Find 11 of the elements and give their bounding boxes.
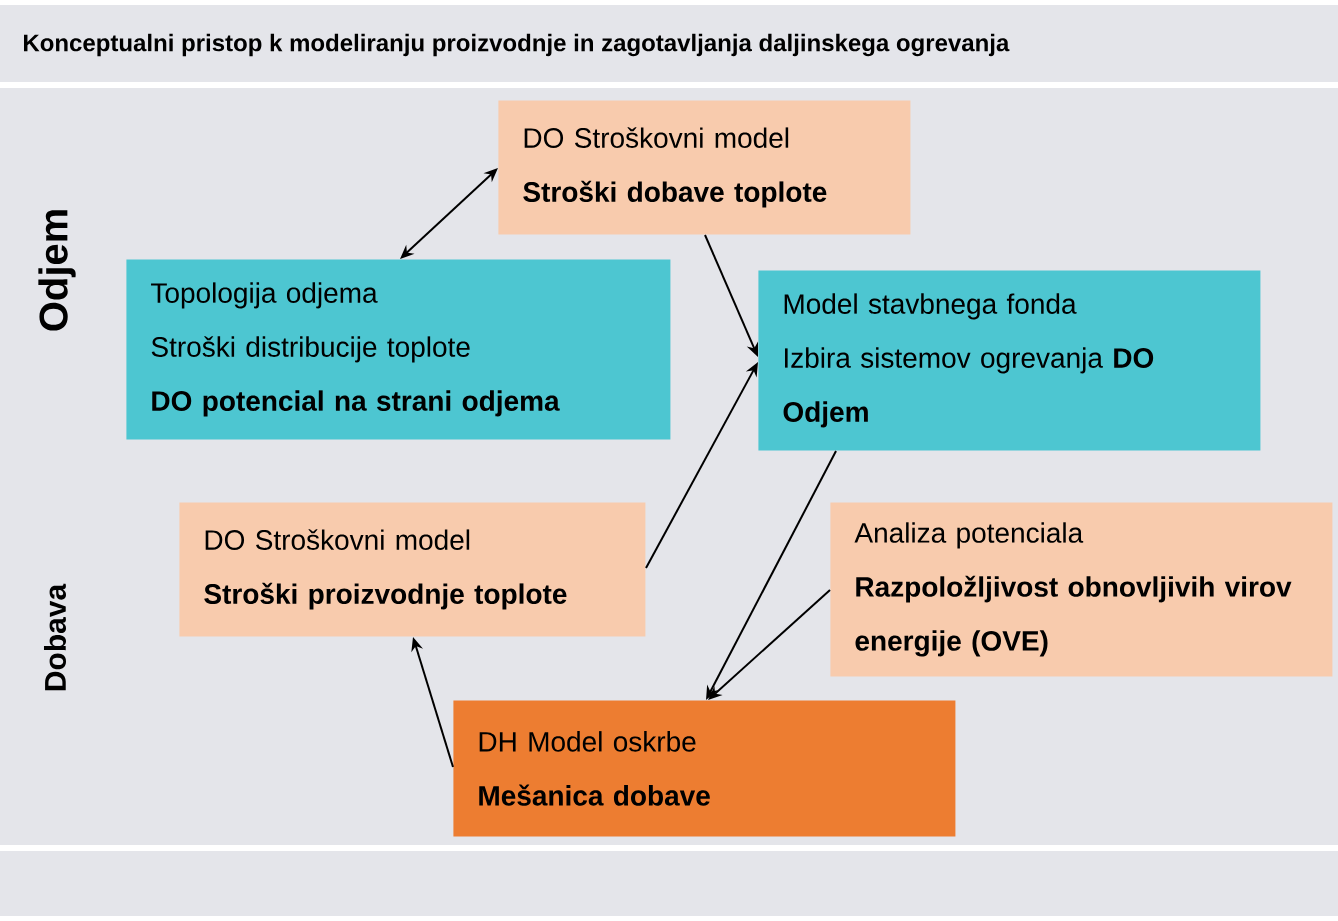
side-label: Odjem <box>38 210 76 331</box>
model-box: Model stavbnega fonda Izbira sistemov ogrevanja DO Odjem <box>758 270 1261 451</box>
model-box: Topologija odjema Stroški distribucije toplote DO potencial na strani odjema <box>126 259 671 440</box>
side-label: Dobava <box>44 583 66 691</box>
model-box: DO Stroškovni model Stroški dobave toplote <box>498 100 911 235</box>
arrow <box>708 589 831 700</box>
model-box: Analiza potenciala Razpoložljivost obnovljivih virov energije (OVE) <box>830 502 1333 677</box>
model-box: DH Model oskrbe Mešanica dobave <box>453 700 956 837</box>
arrow <box>400 168 498 259</box>
title: Konceptualni pristop k modeliranju proizvodnje in zagotavljanja daljinskega ogrevanja <box>24 33 1010 57</box>
model-box: DO Stroškovni model Stroški proizvodnje toplote <box>179 502 646 637</box>
